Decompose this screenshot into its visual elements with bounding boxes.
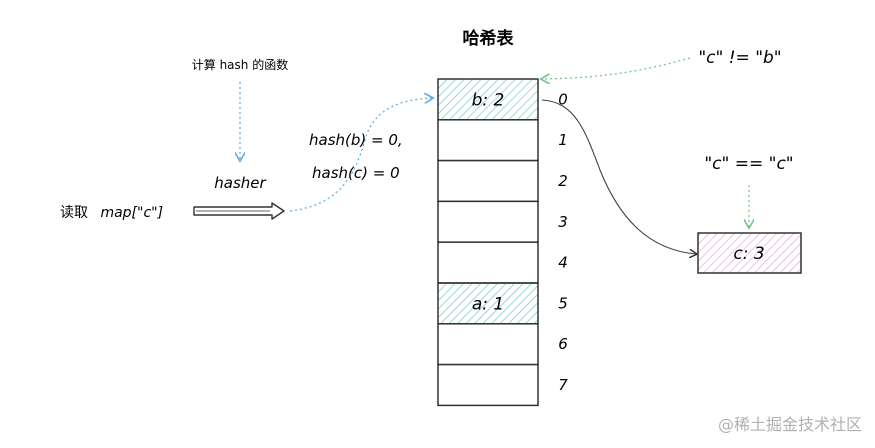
slot-0 [437,78,539,121]
hasher-label: hasher [214,174,266,192]
slot-6 [437,323,539,366]
lookup-label: 读取 map["c"] [60,204,163,221]
slot-1 [437,119,539,162]
lookup-prefix: 读取 [60,204,88,221]
compare-not-equal: "c" != "b" [698,48,781,68]
compare-to-slot0-arrow [542,57,691,79]
slot-7 [437,363,539,407]
slot-4 [437,241,539,284]
lookup-expr: map["c"] [100,205,163,221]
slot-3 [437,200,539,243]
compare-equal: "c" == "c" [704,154,793,174]
hash-to-slot0-arrow [289,98,432,212]
watermark: @稀土掘金技术社区 [718,415,862,434]
hash-result-c: hash(c) = 0 [312,164,400,182]
overflow-node [697,232,802,274]
slot-0-content: b: 2 [472,90,505,110]
hash-function-note: 计算 hash 的函数 [192,57,288,72]
slot-index-3: 3 [558,213,568,231]
table-title: 哈希表 [463,28,515,49]
slot-index-1: 1 [558,131,568,149]
slot-index-4: 4 [558,254,568,272]
slot-5-content: a: 1 [472,294,504,314]
slot-2 [437,159,539,203]
overflow-node-label: c: 3 [733,244,764,264]
slot-index-2: 2 [558,172,568,190]
hash-result-b: hash(b) = 0, [309,131,403,149]
slot-index-5: 5 [558,294,568,312]
slot-index-6: 6 [558,335,568,353]
chain-link-arrow [541,99,696,254]
slot-index-0: 0 [558,90,568,108]
slot-index-7: 7 [558,376,568,394]
hash-table: b: 2 0 1 2 3 4 a: 1 5 6 7 [437,78,568,407]
